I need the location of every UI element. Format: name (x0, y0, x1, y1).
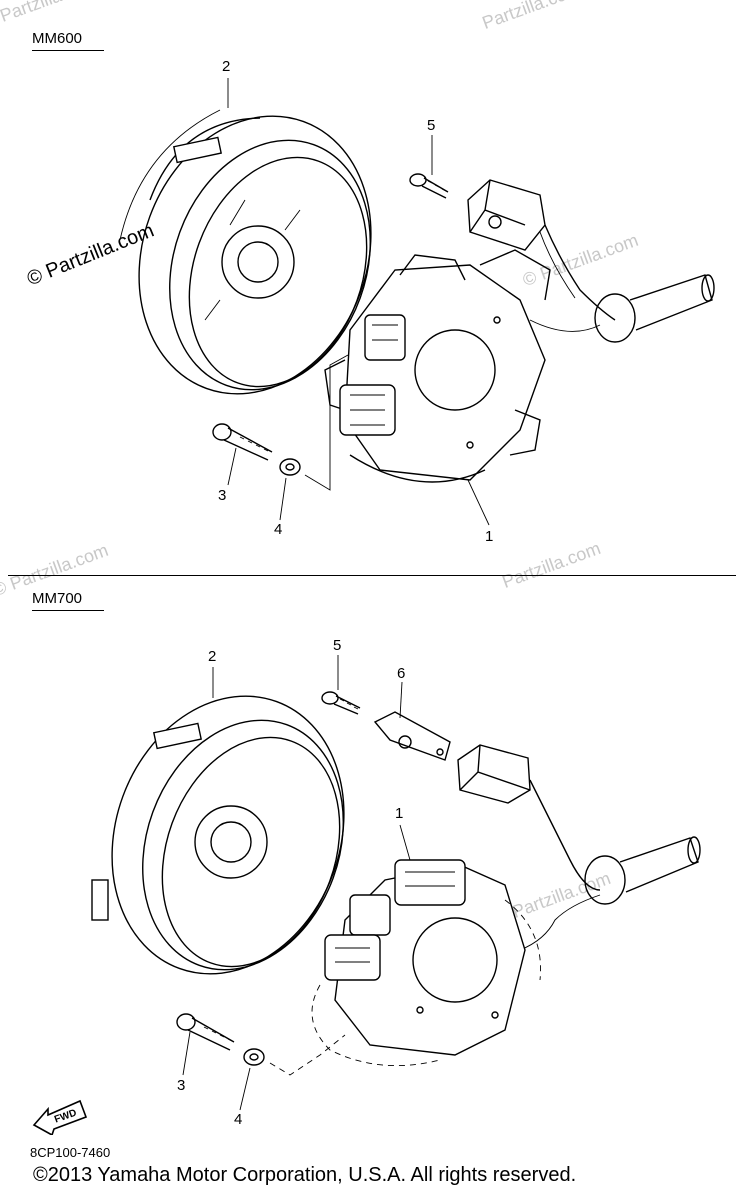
stator-mm600 (324, 249, 551, 483)
leader-4-mm700 (239, 1067, 251, 1111)
copyright-notice: ©2013 Yamaha Motor Corporation, U.S.A. A… (33, 1164, 577, 1186)
rotor-flywheel-mm700 (91, 695, 345, 975)
assembly-line-mm600 (304, 354, 349, 491)
section-label-underline (32, 610, 104, 611)
callout-4-mm700: 4 (234, 1111, 243, 1128)
section-label-mm600: MM600 (32, 30, 104, 51)
section-divider (8, 575, 736, 576)
section-label-mm700: MM700 (32, 590, 104, 611)
diagram-code: 8CP100-7460 (30, 1145, 111, 1160)
washer-4-mm600 (279, 458, 301, 476)
bolt-5-mm600 (409, 173, 449, 199)
assembly-line-mm700 (269, 1034, 346, 1076)
callout-5-mm700: 5 (333, 637, 342, 654)
callout-3-mm600: 3 (218, 487, 227, 504)
rotor-flywheel-mm600 (119, 109, 372, 395)
bracket-6-mm700 (373, 711, 451, 761)
section-label-text: MM600 (32, 30, 83, 47)
callout-1-mm600: 1 (485, 528, 494, 545)
washer-4-mm700 (243, 1048, 265, 1066)
fwd-arrow-icon: FWD (32, 1099, 88, 1135)
bolt-3-mm700 (176, 1013, 235, 1051)
pickup-coil-mm600 (467, 179, 616, 321)
leader-4-mm600 (279, 477, 287, 521)
callout-5-mm600: 5 (427, 117, 436, 134)
callout-2-mm600: 2 (222, 58, 231, 75)
bolt-3-mm600 (212, 423, 273, 461)
leader-1-mm600 (467, 479, 490, 526)
leader-1-mm700 (399, 824, 411, 861)
callout-6-mm700: 6 (397, 665, 406, 682)
wire-grommet-mm600 (529, 274, 715, 343)
section-label-text: MM700 (32, 590, 83, 607)
stator-mm700 (311, 859, 541, 1067)
section-label-underline (32, 50, 104, 51)
callout-1-mm700: 1 (395, 805, 404, 822)
pickup-coil-mm700 (457, 744, 601, 891)
wire-grommet-mm700 (519, 836, 701, 951)
bolt-5-mm700 (321, 691, 361, 715)
leader-6-mm700 (399, 681, 403, 719)
callout-2-mm700: 2 (208, 648, 217, 665)
leader-3-mm700 (182, 1031, 191, 1076)
callout-3-mm700: 3 (177, 1077, 186, 1094)
leader-3-mm600 (227, 447, 237, 486)
callout-4-mm600: 4 (274, 521, 283, 538)
